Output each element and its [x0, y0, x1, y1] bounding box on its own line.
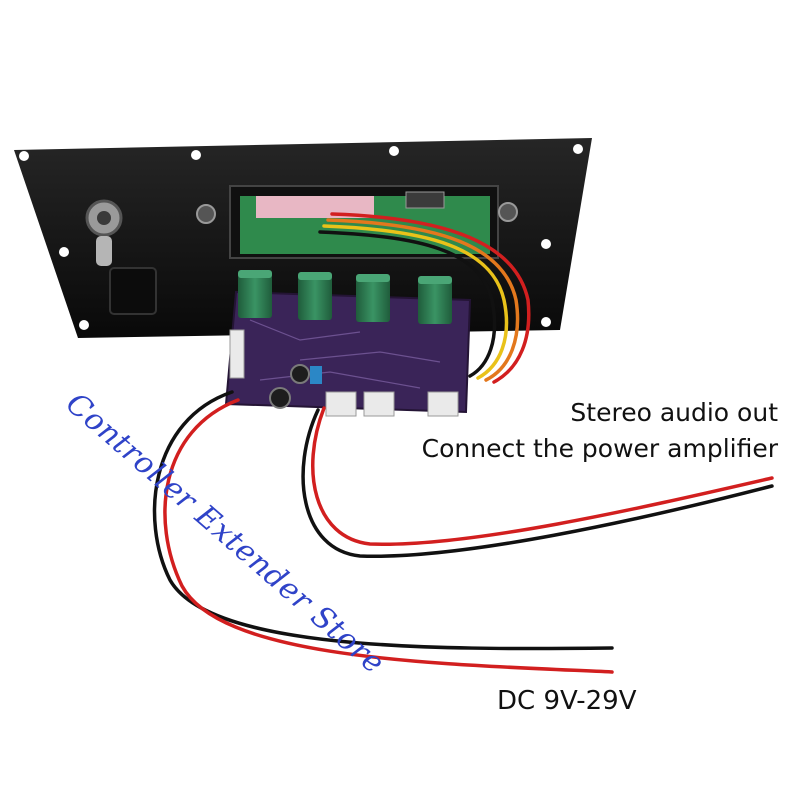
panel-screw-hole [573, 144, 583, 154]
audio-out-wires [301, 406, 774, 559]
connector-power [325, 391, 357, 417]
panel-screw-hole [19, 151, 29, 161]
dc-jack-center [97, 211, 111, 225]
capacitor [298, 272, 332, 320]
electrolytic-capacitor [269, 387, 291, 409]
capacitor [356, 274, 390, 322]
display-window [256, 196, 374, 218]
toggle-switch [96, 236, 112, 266]
amplifier-pcb [224, 290, 472, 414]
capacitor [238, 270, 272, 318]
connector-side [229, 329, 245, 379]
panel-screw-hole [191, 150, 201, 160]
panel-knob [196, 204, 216, 224]
rocker-switch [109, 267, 157, 315]
connector-left [363, 391, 395, 417]
power-wires [152, 390, 614, 674]
panel-screw-hole [389, 146, 399, 156]
panel-screw-hole [541, 317, 551, 327]
usb-port [405, 191, 445, 209]
amplifier-connect-label: Connect the power amplifier [421, 434, 778, 463]
ribbon-wires [318, 212, 531, 384]
panel-knob [498, 202, 518, 222]
connector-right [427, 391, 459, 417]
audio-out-label: Stereo audio out [570, 398, 778, 427]
pcb-traces [249, 319, 441, 389]
power-input-label: DC 9V-29V [497, 686, 637, 716]
panel-screw-hole [79, 320, 89, 330]
electrolytic-capacitor [290, 364, 310, 384]
panel-screw-hole [541, 239, 551, 249]
resistor [310, 366, 322, 384]
capacitor [418, 276, 452, 324]
panel-screw-hole [59, 247, 69, 257]
